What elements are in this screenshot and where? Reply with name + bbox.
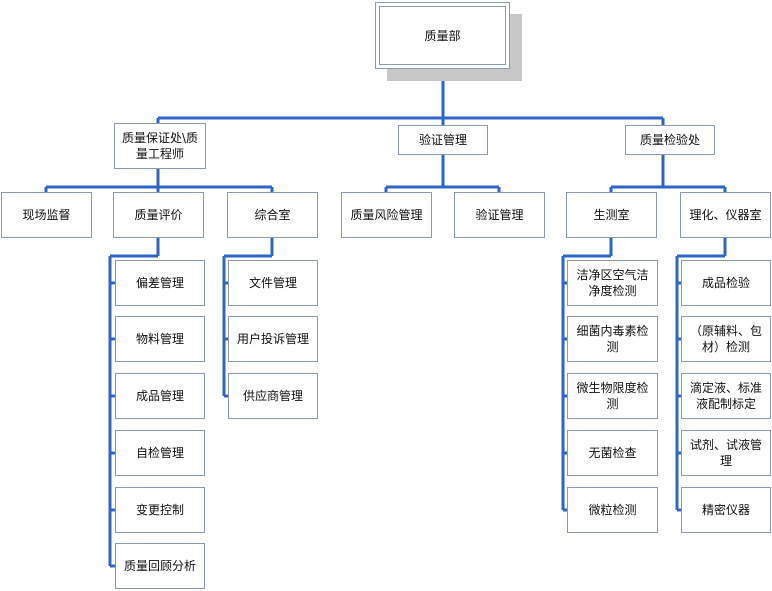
office-item: 用户投诉管理: [228, 316, 318, 362]
eval-item: 变更控制: [115, 487, 205, 533]
physchem-lab-node: 理化、仪器室: [680, 192, 771, 238]
root-node: 质量部: [379, 6, 506, 65]
bio-lab-node: 生测室: [566, 192, 657, 238]
office-item: 文件管理: [228, 260, 318, 306]
physchem-item: 精密仪器: [681, 487, 771, 533]
physchem-item: 滴定液、标准液配制标定: [681, 373, 771, 419]
bio-item: 细菌内毒素检测: [567, 316, 658, 362]
quality-evaluation-node: 质量评价: [113, 192, 204, 238]
general-office-node: 综合室: [227, 192, 318, 238]
bio-item: 微粒检测: [567, 487, 658, 533]
bio-item: 无菌检查: [567, 430, 658, 476]
bio-item: 微生物限度检测: [567, 373, 658, 419]
eval-item: 物料管理: [115, 316, 205, 362]
validation-sub-node: 验证管理: [454, 192, 545, 238]
eval-item: 自检管理: [115, 430, 205, 476]
onsite-supervision-node: 现场监督: [1, 192, 92, 238]
quality-risk-node: 质量风险管理: [341, 192, 432, 238]
qc-office-node: 质量检验处: [625, 125, 715, 155]
qa-office-node: 质量保证处\质量工程师: [114, 123, 206, 169]
eval-item: 质量回顾分析: [115, 543, 205, 589]
physchem-item: 试剂、试液管理: [681, 430, 771, 476]
eval-item: 成品管理: [115, 373, 205, 419]
validation-management-node: 验证管理: [398, 125, 488, 155]
physchem-item: 成品检验: [681, 260, 771, 306]
eval-item: 偏差管理: [115, 260, 205, 306]
physchem-item: （原辅料、包材）检测: [681, 316, 771, 362]
office-item: 供应商管理: [228, 373, 318, 419]
bio-item: 洁净区空气洁净度检测: [567, 260, 658, 306]
